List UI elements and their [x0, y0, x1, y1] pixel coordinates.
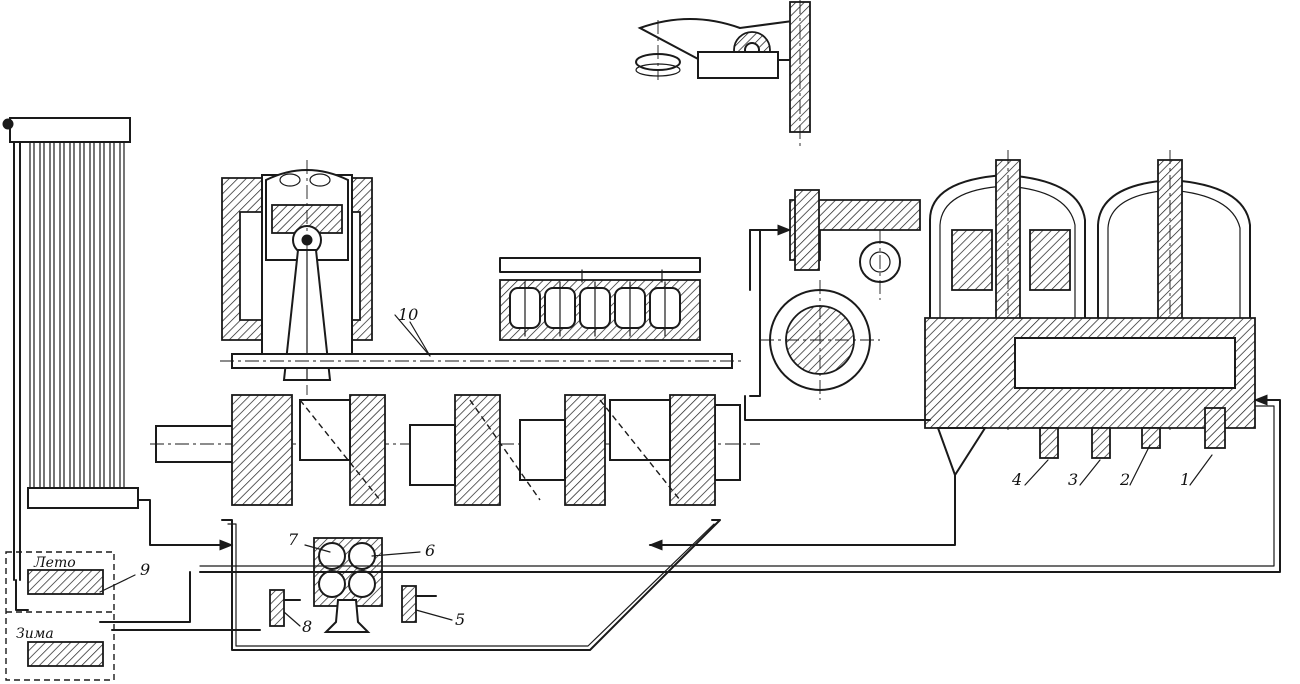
label-10: 10 — [398, 305, 418, 324]
label-7: 7 — [288, 530, 299, 549]
valve-label-summer: Лето — [33, 555, 76, 571]
label-5: 5 — [455, 610, 465, 629]
oil-pan — [221, 519, 721, 651]
valve-label-winter: Зима — [16, 626, 54, 642]
oil-cooler-radiator — [2, 117, 139, 581]
main-bearing-caps — [509, 281, 681, 337]
cylinder-piston-assembly — [221, 160, 373, 395]
label-2: 2 — [1119, 470, 1130, 489]
label-8: 8 — [302, 617, 312, 636]
label-1: 1 — [1180, 470, 1190, 489]
crank-web — [564, 394, 606, 506]
radiator-tubes — [29, 141, 125, 489]
crank-web — [669, 394, 716, 506]
label-6: 6 — [425, 541, 435, 560]
crank-webs — [231, 394, 716, 506]
crankcase-upper-frame — [499, 257, 701, 341]
oil-pump — [313, 537, 383, 633]
label-9: 9 — [140, 560, 150, 579]
crankshaft — [150, 394, 760, 506]
label-3: 3 — [1068, 470, 1078, 489]
camshaft — [220, 314, 745, 369]
crank-web — [349, 394, 386, 506]
crank-pin — [409, 424, 456, 486]
crank-pin — [519, 419, 566, 481]
pressure-relief-valves — [269, 585, 437, 627]
rocker-arm-assembly — [635, 0, 811, 150]
label-4: 4 — [1011, 470, 1022, 489]
centrifugal-oil-filters — [924, 150, 1256, 478]
crank-web — [454, 394, 501, 506]
summer-winter-valve-box: Лето Зима — [5, 551, 115, 681]
timing-gear-housing — [749, 189, 921, 400]
crank-web — [231, 394, 293, 506]
part-number-labels: 1 2 3 4 5 6 7 8 9 10 — [99, 305, 1213, 636]
oil-lines — [15, 224, 1281, 631]
